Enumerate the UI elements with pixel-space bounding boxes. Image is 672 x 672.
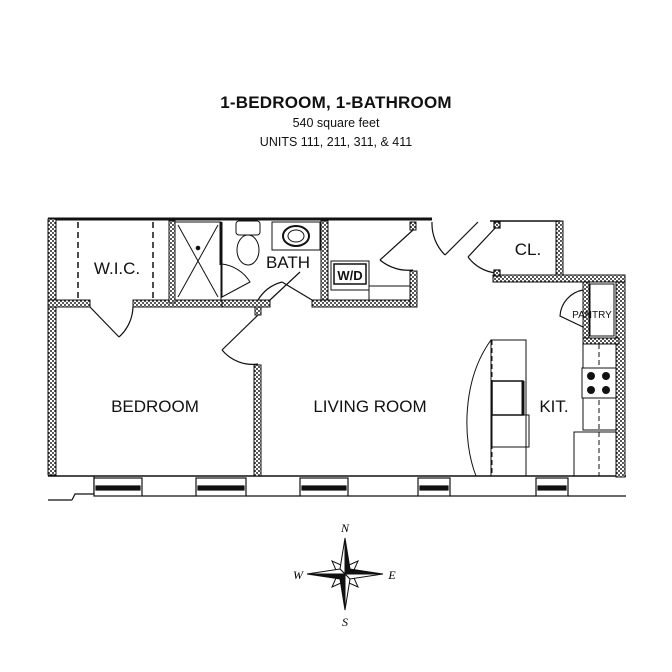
compass-south: S — [342, 615, 348, 629]
room-label-bedroom: BEDROOM — [111, 397, 199, 416]
bath-sink-icon — [271, 221, 321, 251]
plan-area: 540 square feet — [292, 116, 380, 130]
pantry-shelf — [589, 283, 615, 337]
room-label-living-room: LIVING ROOM — [313, 397, 426, 416]
kitchen-counters — [466, 339, 617, 477]
toilet-icon — [235, 220, 261, 266]
room-label-kitchen: KIT. — [539, 397, 568, 416]
interior-walls — [47, 220, 620, 477]
stove-icon — [581, 367, 617, 399]
room-label-wd: W/D — [337, 268, 362, 283]
exterior-walls — [47, 217, 626, 478]
compass-east: E — [387, 568, 396, 582]
doors — [89, 221, 584, 365]
room-label-bath: BATH — [266, 253, 310, 272]
shower — [174, 221, 223, 301]
room-label-closet: CL. — [515, 240, 541, 259]
plan-title: 1-BEDROOM, 1-BATHROOM — [220, 93, 452, 112]
room-label-wic: W.I.C. — [94, 259, 140, 278]
compass-north: N — [340, 521, 350, 535]
windows — [48, 476, 626, 501]
compass-rose-icon — [306, 537, 384, 611]
bath-shower-door — [221, 263, 251, 298]
washer-dryer — [330, 260, 411, 301]
plan-units: UNITS 111, 211, 311, & 411 — [259, 135, 413, 149]
compass-west: W — [293, 568, 304, 582]
wic-shelving — [77, 222, 154, 300]
room-label-pantry: PANTRY — [572, 310, 612, 321]
